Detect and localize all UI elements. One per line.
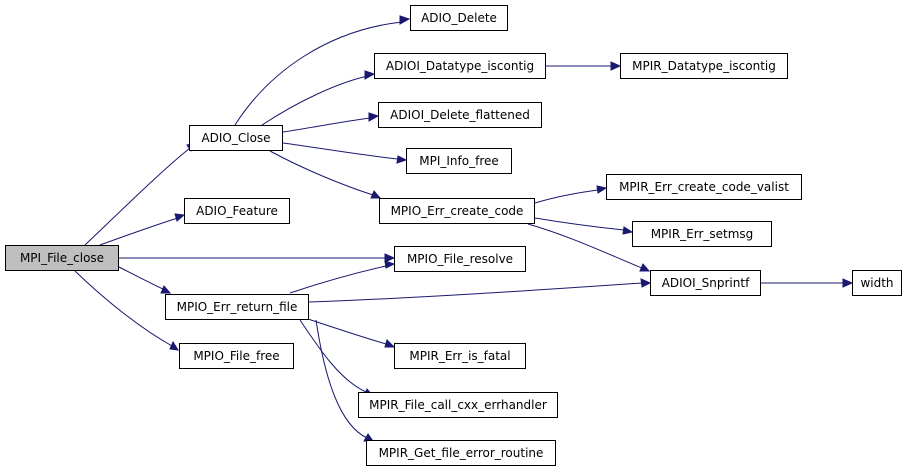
node-mpio-file-resolve[interactable]: MPIO_File_resolve	[394, 246, 526, 272]
arrowhead-mpir-datatype-iscontig	[610, 61, 622, 71]
edge-mpi-file-close-to-mpio-file-free	[74, 270, 173, 347]
call-graph-edges	[74, 15, 854, 442]
edge-mpio-err-return-file-to-mpir-err-is-fatal	[304, 317, 387, 345]
edge-mpio-err-return-file-to-adioi-snprintf	[308, 282, 643, 303]
arrowhead-adioi-datatype-iscontig	[364, 70, 376, 80]
edge-mpio-err-create-code-to-mpir-err-create-code-valist	[534, 189, 599, 204]
edge-mpi-file-close-to-adio-close	[84, 147, 191, 246]
node-mpi-file-close: MPI_File_close	[5, 245, 119, 271]
arrowhead-adio-delete	[399, 15, 411, 25]
arrowhead-width	[842, 278, 854, 288]
node-adioi-snprintf[interactable]: ADIOI_Snprintf	[650, 270, 761, 296]
edge-adio-close-to-adioi-delete-flattened	[282, 117, 371, 133]
arrowhead-mpir-err-is-fatal	[384, 339, 396, 348]
edge-adio-close-to-mpio-err-create-code	[269, 150, 374, 196]
edge-mpio-err-create-code-to-mpir-err-setmsg	[534, 217, 625, 231]
node-adio-close[interactable]: ADIO_Close	[189, 125, 283, 151]
arrowhead-mpio-file-resolve-a	[384, 253, 396, 263]
arrowhead-adioi-snprintf-a	[639, 263, 651, 272]
node-mpir-err-setmsg[interactable]: MPIR_Err_setmsg	[632, 221, 772, 247]
edge-adio-close-to-mpi-info-free	[282, 142, 399, 160]
node-adioi-delete-flattened[interactable]: ADIOI_Delete_flattened	[378, 102, 542, 128]
edge-mpio-err-create-code-to-adioi-snprintf	[527, 223, 643, 269]
arrowhead-adio-feature	[174, 213, 186, 222]
arrowhead-mpi-info-free	[396, 155, 408, 164]
arrowhead-mpio-err-create-code	[370, 190, 382, 199]
arrowhead-adioi-delete-flattened	[368, 112, 380, 122]
node-mpir-datatype-iscontig[interactable]: MPIR_Datatype_iscontig	[620, 53, 788, 79]
arrowhead-mpio-err-return-file	[160, 285, 172, 294]
edge-mpio-err-return-file-to-mpir-file-call-cxx-errhandler	[299, 319, 367, 393]
edge-adio-close-to-adio-delete	[234, 21, 403, 126]
edge-mpi-file-close-to-adio-feature	[99, 217, 179, 246]
edge-mpio-err-return-file-to-mpio-file-resolve	[289, 265, 387, 294]
edge-adio-close-to-adioi-datatype-iscontig	[261, 75, 369, 126]
node-mpio-err-create-code[interactable]: MPIO_Err_create_code	[379, 198, 535, 224]
node-mpio-file-free[interactable]: MPIO_File_free	[179, 343, 294, 369]
arrowhead-adioi-snprintf-b	[640, 278, 652, 288]
arrowhead-mpio-file-resolve-b	[384, 260, 396, 269]
arrowhead-mpir-err-create-code-valist	[596, 185, 608, 194]
node-mpi-info-free[interactable]: MPI_Info_free	[406, 148, 512, 174]
node-mpio-err-return-file[interactable]: MPIO_Err_return_file	[165, 294, 309, 320]
arrowhead-mpir-err-setmsg	[622, 226, 634, 235]
arrowhead-mpio-file-free	[169, 340, 179, 351]
edge-mpio-err-return-file-to-mpir-get-file-error-routine	[315, 319, 368, 439]
node-mpir-get-file-error-routine[interactable]: MPIR_Get_file_error_routine	[366, 440, 556, 466]
node-mpir-err-is-fatal[interactable]: MPIR_Err_is_fatal	[394, 343, 526, 369]
node-adio-feature[interactable]: ADIO_Feature	[184, 198, 290, 224]
node-mpir-file-call-cxx-errhandler[interactable]: MPIR_File_call_cxx_errhandler	[358, 392, 558, 418]
node-mpir-err-create-code-valist[interactable]: MPIR_Err_create_code_valist	[606, 174, 802, 200]
node-width[interactable]: width	[852, 270, 902, 296]
edge-mpi-file-close-to-mpio-err-return-file	[118, 266, 164, 290]
node-adioi-datatype-iscontig[interactable]: ADIOI_Datatype_iscontig	[374, 53, 546, 79]
node-adio-delete[interactable]: ADIO_Delete	[410, 5, 508, 31]
